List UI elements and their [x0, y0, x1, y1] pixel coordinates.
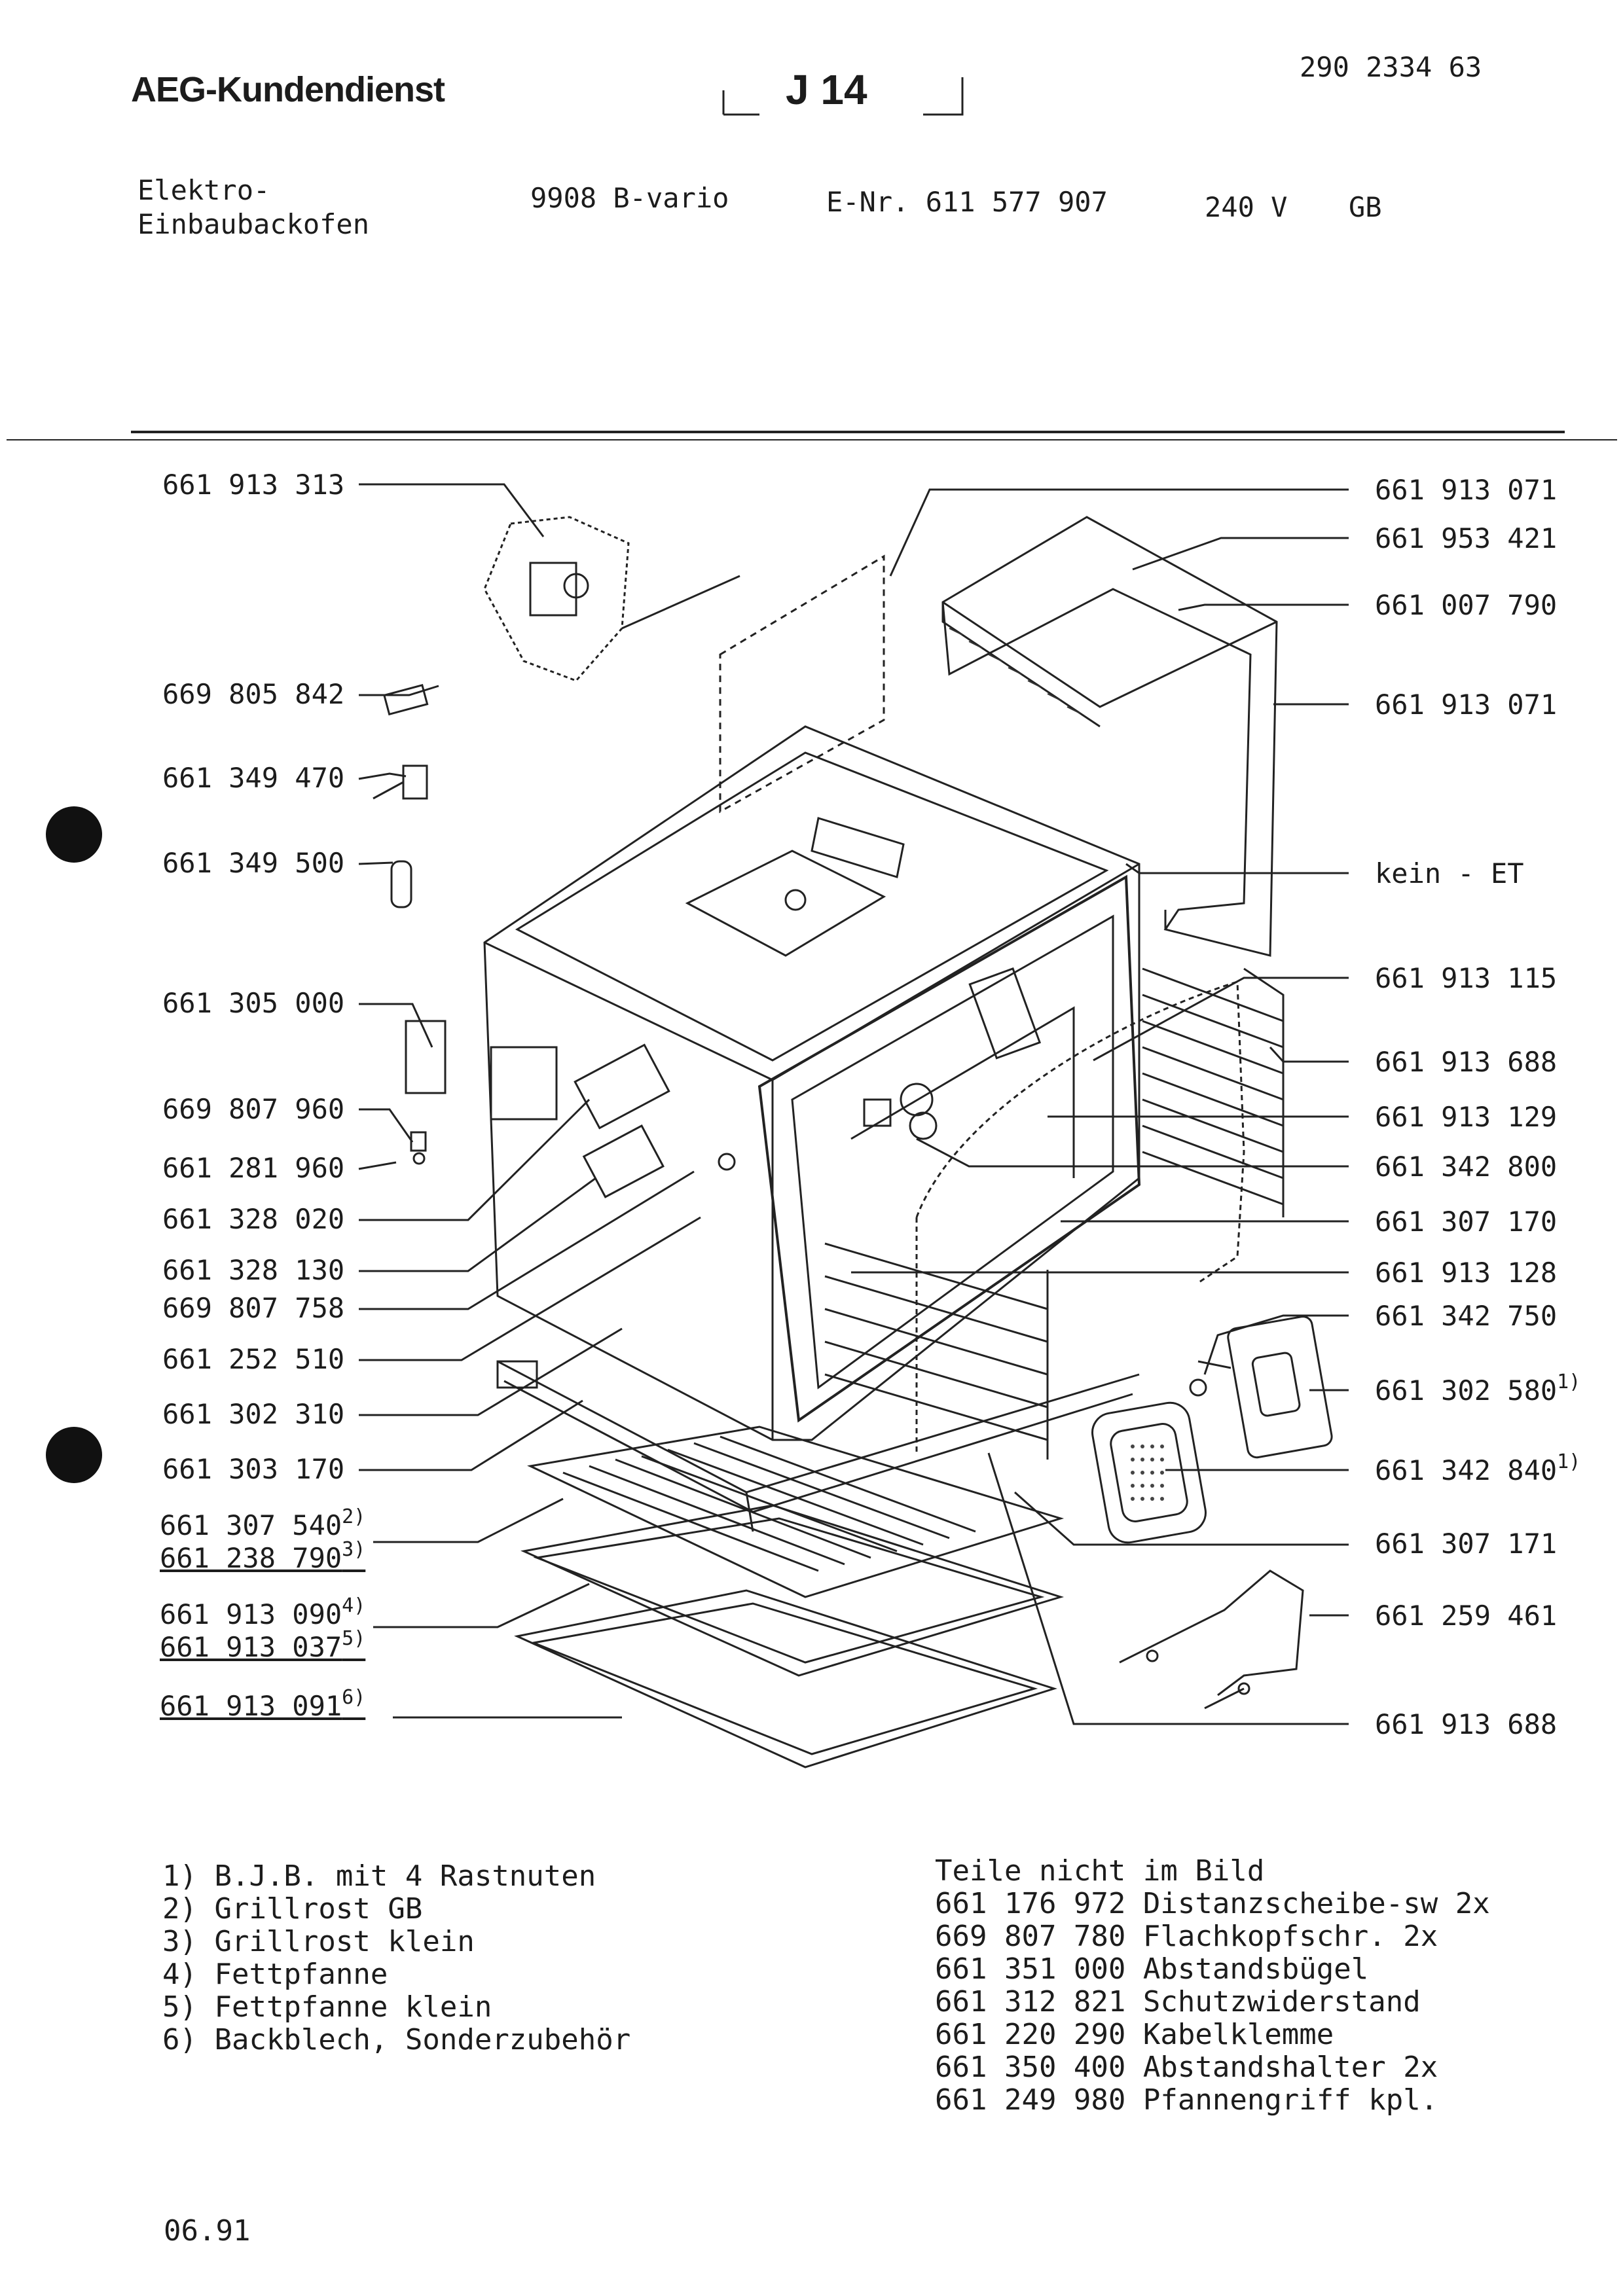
part-number: 661 342 840: [1375, 1454, 1558, 1486]
footnote: 1) B.J.B. mit 4 Rastnuten: [162, 1859, 596, 1893]
part-label: 661 342 750: [1375, 1300, 1558, 1332]
part-number: 661 913 037: [160, 1631, 342, 1663]
part-label: 661 913 071: [1375, 689, 1558, 721]
part-label: 661 913 115: [1375, 962, 1558, 994]
part-label: 661 302 310: [162, 1398, 345, 1430]
footnote: 3) Grillrost klein: [162, 1925, 475, 1958]
footnote: 6) Backblech, Sonderzubehör: [162, 2023, 631, 2056]
product-type-line2: Einbaubackofen: [137, 208, 370, 240]
part-label: 661 281 960: [162, 1152, 345, 1184]
part-number: 661 238 790: [160, 1542, 342, 1574]
not-pictured-item: 661 176 972 Distanzscheibe-sw 2x: [935, 1887, 1490, 1920]
part-label: 661 303 170: [162, 1453, 345, 1485]
product-type-line1: Elektro-: [137, 174, 270, 206]
part-label: 661 913 129: [1375, 1101, 1558, 1133]
part-label: 669 807 758: [162, 1292, 345, 1324]
part-label: 669 807 960: [162, 1093, 345, 1125]
part-label: 661 307 171: [1375, 1528, 1558, 1560]
part-label: 661 328 130: [162, 1254, 345, 1286]
part-label-with-note: 661 302 5801): [1375, 1371, 1580, 1409]
footnote-ref: 6): [342, 1686, 366, 1709]
part-label-with-note: 661 342 8401): [1375, 1450, 1580, 1489]
section-bracket-right: [923, 77, 964, 116]
part-label-with-note: 661 913 0375): [160, 1627, 365, 1666]
part-label: 661 349 500: [162, 847, 345, 879]
part-number: 661 302 580: [1375, 1374, 1558, 1407]
part-label: 661 913 313: [162, 469, 345, 501]
footnote-ref: 2): [342, 1505, 366, 1528]
footnote-ref: 1): [1557, 1371, 1581, 1393]
part-label-with-note: 661 913 0916): [160, 1686, 365, 1725]
not-pictured-item: 661 249 980 Pfannengriff kpl.: [935, 2083, 1438, 2117]
footnote-ref: 1): [1557, 1450, 1581, 1473]
footnote: 4) Fettpfanne: [162, 1958, 388, 1991]
section-code: J 14: [786, 66, 867, 113]
part-number: 661 307 540: [160, 1509, 342, 1541]
part-label: 661 007 790: [1375, 589, 1558, 621]
footnote: 5) Fettpfanne klein: [162, 1990, 492, 2024]
not-pictured-item: 661 350 400 Abstandshalter 2x: [935, 2051, 1438, 2084]
product-voltage: 240 V: [1205, 191, 1288, 223]
part-label: 661 913 688: [1375, 1046, 1558, 1078]
section-bracket-left: [722, 90, 759, 116]
not-pictured-item: 661 351 000 Abstandsbügel: [935, 1952, 1369, 1986]
footnote: 2) Grillrost GB: [162, 1892, 423, 1926]
part-label: 661 913 688: [1375, 1708, 1558, 1740]
footnote-ref: 3): [342, 1538, 366, 1561]
part-label: 661 913 128: [1375, 1257, 1558, 1289]
not-pictured-item: 669 807 780 Flachkopfschr. 2x: [935, 1920, 1438, 1953]
part-number: 661 913 091: [160, 1690, 342, 1722]
print-date: 06.91: [164, 2214, 251, 2248]
part-label: 661 305 000: [162, 987, 345, 1019]
not-pictured-title: Teile nicht im Bild: [935, 1854, 1265, 1888]
product-model: 9908 B-vario: [530, 182, 729, 214]
part-label: 661 307 170: [1375, 1206, 1558, 1238]
product-enr: E-Nr. 611 577 907: [826, 186, 1108, 218]
part-label: kein - ET: [1375, 857, 1524, 889]
part-label: 669 805 842: [162, 678, 345, 710]
part-label: 661 342 800: [1375, 1151, 1558, 1183]
part-label: 661 953 421: [1375, 522, 1558, 554]
part-label-with-note: 661 913 0904): [160, 1594, 365, 1633]
part-label-with-note: 661 238 7903): [160, 1538, 365, 1577]
document-number: 290 2334 63: [1300, 51, 1482, 83]
brand-title: AEG-Kundendienst: [131, 70, 445, 109]
product-country: GB: [1349, 191, 1382, 223]
punch-hole-top: [46, 806, 102, 863]
punch-hole-bottom: [46, 1427, 102, 1483]
part-number: 661 913 090: [160, 1598, 342, 1630]
part-label-with-note: 661 307 5402): [160, 1505, 365, 1544]
part-label: 661 252 510: [162, 1343, 345, 1375]
not-pictured-item: 661 312 821 Schutzwiderstand: [935, 1985, 1421, 2018]
part-label: 661 328 020: [162, 1203, 345, 1235]
footnote-ref: 5): [342, 1627, 366, 1650]
part-label: 661 913 071: [1375, 474, 1558, 506]
part-label: 661 259 461: [1375, 1600, 1558, 1632]
part-label: 661 349 470: [162, 762, 345, 794]
footnote-ref: 4): [342, 1594, 366, 1617]
not-pictured-item: 661 220 290 Kabelklemme: [935, 2018, 1334, 2051]
